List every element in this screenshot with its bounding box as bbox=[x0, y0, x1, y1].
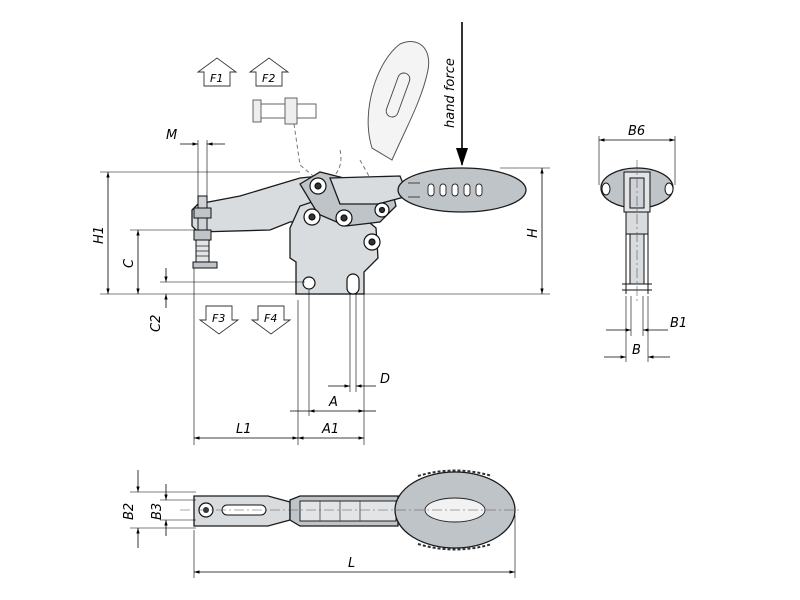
force-f2-arrow: F2 bbox=[248, 57, 290, 87]
f2-label: F2 bbox=[262, 72, 275, 85]
force-f1-arrow: F1 bbox=[196, 57, 238, 87]
dim-h1-label: H1 bbox=[92, 226, 107, 244]
dim-d-label: D bbox=[380, 372, 390, 387]
open-position-ghost bbox=[252, 41, 430, 226]
f4-label: F4 bbox=[264, 312, 277, 325]
dim-b6-label: B6 bbox=[628, 124, 645, 139]
hand-force-arrowhead bbox=[456, 148, 468, 166]
grip-ridges bbox=[427, 183, 483, 197]
dim-b-label: B bbox=[632, 343, 641, 358]
side-view: hand force F1 F2 F3 F4 bbox=[92, 22, 550, 445]
mount-hole bbox=[302, 276, 316, 290]
handle-shaft bbox=[329, 175, 409, 205]
dim-l1-label: L1 bbox=[236, 422, 252, 437]
dim-b1-label: B1 bbox=[670, 316, 687, 331]
dim-h-label: H bbox=[526, 228, 541, 238]
front-view: B6 B1 B bbox=[598, 124, 687, 362]
dim-c2-label: C2 bbox=[149, 315, 164, 332]
f3-label: F3 bbox=[212, 312, 225, 325]
dim-a1-label: A1 bbox=[321, 422, 339, 437]
f1-label: F1 bbox=[210, 72, 223, 85]
handle-grip bbox=[397, 167, 527, 213]
dim-b3-label: B3 bbox=[150, 503, 165, 520]
spindle bbox=[192, 195, 218, 269]
pivot-pins bbox=[303, 177, 390, 251]
dim-b2-label: B2 bbox=[122, 503, 137, 520]
top-view: B2 B3 L bbox=[122, 469, 520, 578]
dim-c-label: C bbox=[122, 258, 137, 268]
dim-m-label: M bbox=[166, 128, 177, 143]
hand-force-label: hand force bbox=[443, 58, 458, 128]
force-f4-arrow: F4 bbox=[250, 305, 292, 335]
dim-l-label: L bbox=[348, 556, 355, 571]
force-f3-arrow: F3 bbox=[198, 305, 240, 335]
extension-lines bbox=[100, 140, 550, 445]
mount-slot bbox=[346, 273, 360, 295]
dim-a-label: A bbox=[328, 395, 338, 410]
